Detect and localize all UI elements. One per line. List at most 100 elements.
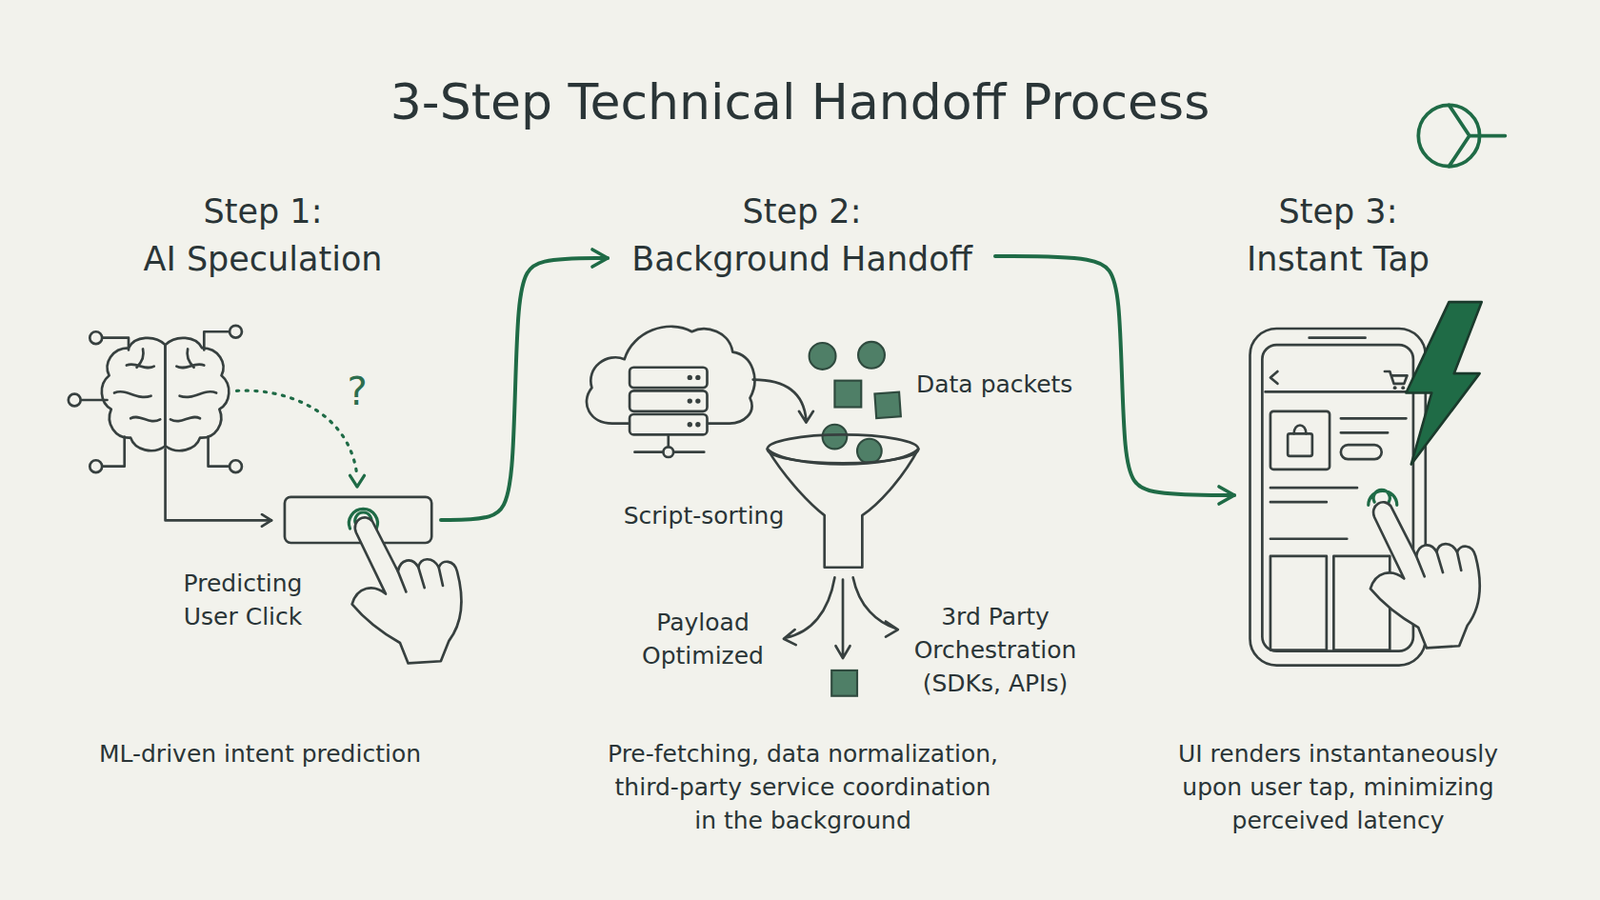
grid-card bbox=[1270, 556, 1327, 651]
text-line: UI renders instantaneously bbox=[1128, 737, 1548, 771]
bag-icon bbox=[1287, 433, 1313, 457]
brain-to-button-line bbox=[165, 448, 272, 520]
prediction-dotted-line bbox=[237, 390, 358, 478]
pointing-hand bbox=[352, 517, 462, 663]
step-description: ML-driven intent prediction bbox=[12, 737, 508, 771]
data-packets bbox=[809, 341, 901, 464]
text-line: Instant Tap bbox=[1147, 235, 1529, 283]
output-packet bbox=[831, 670, 858, 697]
step-column: Step 3: Instant TapUI renders instantane… bbox=[1234, 166, 1511, 853]
text-line: (SDKs, APIs) bbox=[871, 666, 1120, 700]
circuit-node bbox=[68, 394, 81, 407]
pill-button bbox=[1340, 444, 1382, 460]
cart-wheel bbox=[1393, 385, 1398, 390]
output-arrow bbox=[783, 577, 836, 645]
phone-detail bbox=[1265, 338, 1411, 393]
brain-icon bbox=[68, 325, 272, 521]
brain-half bbox=[101, 338, 166, 451]
hand-knuckle bbox=[1416, 552, 1461, 578]
connector-group bbox=[440, 256, 1235, 520]
logo-mark bbox=[1418, 104, 1505, 166]
server-light bbox=[687, 398, 693, 403]
diagram-title: 3-Step Technical Handoff Process bbox=[0, 68, 1600, 136]
brain-outline bbox=[165, 338, 230, 451]
illustration-label: Data packets bbox=[916, 367, 1145, 401]
flow-arrow bbox=[440, 258, 608, 520]
illustration-label: Predicting User Click bbox=[128, 566, 358, 634]
tapping-hand bbox=[1370, 501, 1480, 648]
text-line: Step 3: bbox=[1147, 187, 1529, 236]
product-card bbox=[1270, 411, 1330, 470]
back-chevron bbox=[1270, 371, 1279, 384]
illustration-label: 3rd Party Orchestration (SDKs, APIs) bbox=[871, 600, 1120, 700]
packet-circle bbox=[809, 342, 837, 370]
step-column: Step 1: AI SpeculationML-driven intent p… bbox=[57, 166, 441, 853]
text-line: Optimized bbox=[588, 639, 818, 673]
circuit-node bbox=[229, 460, 242, 473]
packet-circle bbox=[858, 341, 885, 369]
output-arrow bbox=[853, 577, 899, 637]
server-node bbox=[662, 446, 674, 458]
cloud-server-icon bbox=[586, 326, 755, 458]
hand-outline bbox=[352, 517, 462, 663]
illustration-label: Payload Optimized bbox=[588, 605, 818, 673]
packet-circle bbox=[822, 424, 848, 450]
funnel-icon bbox=[767, 434, 920, 567]
brain-fold bbox=[170, 348, 217, 421]
bag-handle bbox=[1294, 425, 1307, 435]
server-unit bbox=[629, 390, 707, 411]
text-line: Payload bbox=[588, 605, 818, 640]
brain-fold bbox=[114, 348, 160, 421]
text-line: perceived latency bbox=[1128, 803, 1548, 838]
text-line: AI Speculation bbox=[15, 235, 511, 283]
step-description: Pre-fetching, data normalization, third-… bbox=[555, 737, 1051, 838]
funnel-rim bbox=[767, 434, 920, 463]
grid-card bbox=[1333, 556, 1390, 651]
step-heading: Step 1: AI Speculation bbox=[15, 187, 511, 283]
brain-outline bbox=[101, 338, 166, 451]
circuit-lead bbox=[80, 331, 230, 466]
text-line: Background Handoff bbox=[535, 235, 1069, 283]
funnel-body bbox=[767, 448, 920, 567]
server-light bbox=[687, 421, 693, 427]
step-description: UI renders instantaneously upon user tap… bbox=[1128, 737, 1548, 838]
output-arrow bbox=[836, 580, 851, 660]
text-line: third-party service coordination bbox=[555, 770, 1051, 804]
text-line: User Click bbox=[128, 600, 358, 634]
text-line: Orchestration bbox=[871, 633, 1120, 667]
step-heading: Step 2: Background Handoff bbox=[535, 187, 1069, 283]
server-light bbox=[687, 375, 693, 380]
circuit-node bbox=[89, 331, 102, 344]
server-light bbox=[695, 398, 700, 403]
text-line: upon user tap, minimizing bbox=[1128, 770, 1548, 804]
text-line: Step 2: bbox=[535, 187, 1069, 236]
packet-circle bbox=[857, 439, 882, 464]
packet-square bbox=[834, 380, 861, 408]
logo-stroke bbox=[1448, 104, 1505, 166]
text-line: in the background bbox=[555, 803, 1051, 838]
server-light bbox=[695, 421, 700, 427]
text-line: Step 1: bbox=[15, 187, 511, 236]
hand-outline bbox=[1370, 501, 1480, 648]
text-line: Pre-fetching, data normalization, bbox=[555, 737, 1051, 771]
lightning-bolt bbox=[1405, 301, 1481, 464]
circuit-node bbox=[89, 460, 102, 473]
cart-wheel bbox=[1400, 385, 1405, 390]
step-heading: Step 3: Instant Tap bbox=[1147, 187, 1529, 283]
packet-square bbox=[874, 392, 900, 419]
cart-icon bbox=[1384, 371, 1408, 384]
illustration-label: Script-sorting bbox=[589, 499, 819, 533]
cloud-to-funnel-arrow bbox=[753, 380, 814, 423]
hand-knuckle bbox=[398, 567, 443, 593]
server-unit bbox=[629, 367, 707, 388]
brain-half bbox=[165, 338, 230, 451]
cloud-outline bbox=[586, 326, 755, 424]
question-mark: ? bbox=[328, 367, 386, 416]
prediction-arrowhead bbox=[350, 475, 365, 487]
server-light bbox=[695, 375, 700, 380]
text-line: Predicting bbox=[128, 566, 358, 600]
text-line: 3rd Party bbox=[871, 600, 1120, 634]
circuit-node bbox=[229, 325, 242, 339]
server-unit bbox=[629, 414, 707, 435]
